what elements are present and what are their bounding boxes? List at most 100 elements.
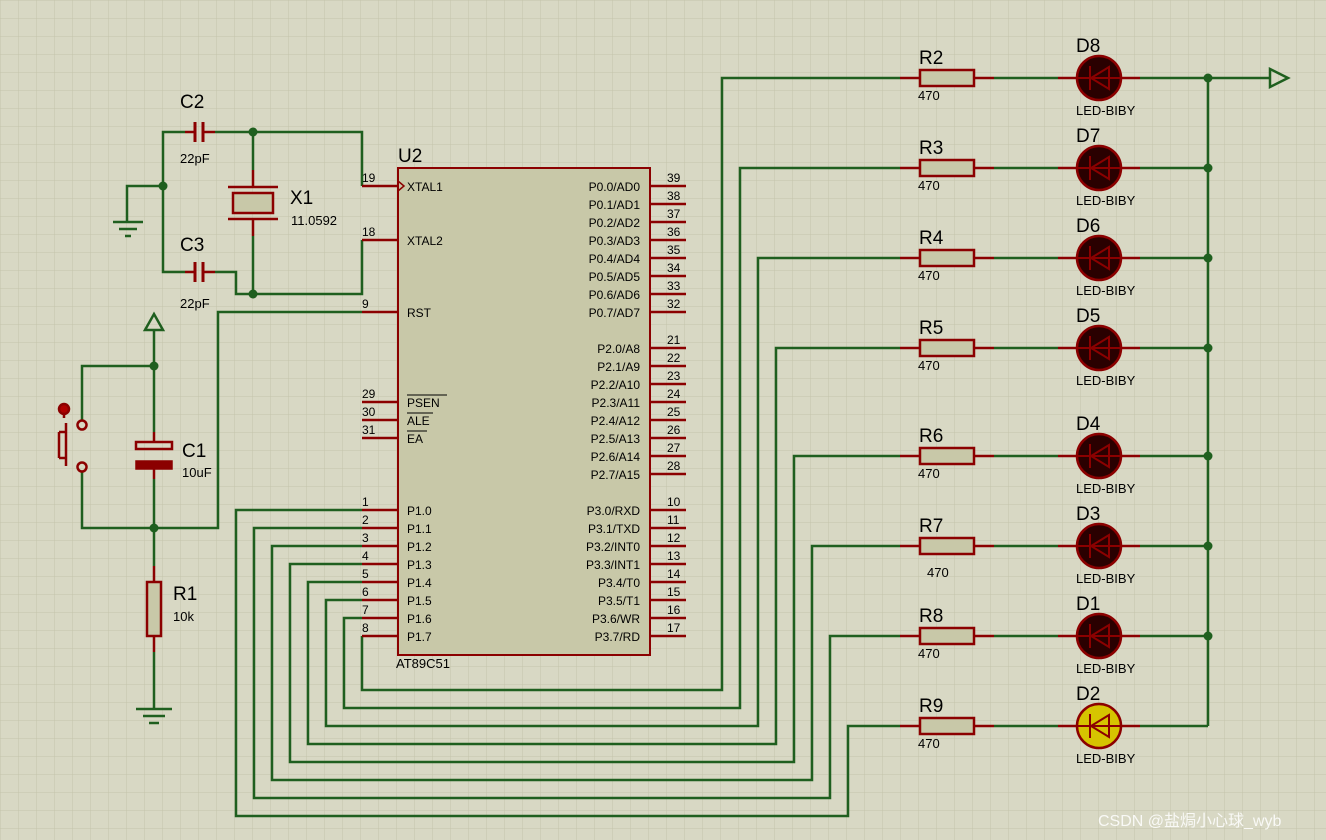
led-ref: D3 [1076,504,1100,525]
c3-ref: C3 [180,235,204,256]
reset-pushbutton[interactable] [57,402,88,473]
mcu-pin-name: P3.0/RXD [587,504,641,518]
mcu-pin-number: 29 [362,387,376,401]
mcu-pin-name: P0.0/AD0 [589,180,641,194]
mcu-pin-number: 13 [667,549,681,563]
junction-dot [158,181,168,191]
capacitor-c3[interactable]: C3 22pF [180,235,215,311]
mcu-pin-name: P3.3/INT1 [586,558,640,572]
x1-value: 11.0592 [291,213,337,228]
mcu-pin-name: XTAL2 [407,234,443,248]
resistor-ref: R2 [919,48,943,69]
mcu-at89c51[interactable]: U2 AT89C51 19XTAL118XTAL29RST29PSEN30ALE… [362,146,686,671]
junctions [149,73,1213,641]
mcu-pin-number: 7 [362,603,369,617]
resistor-ref: R4 [919,228,944,249]
mcu-pin-name: RST [407,306,432,320]
mcu-pin-number: 32 [667,297,681,311]
capacitor-c2[interactable]: C2 22pF [180,92,215,166]
mcu-body [397,167,651,656]
led-part: LED-BIBY [1076,193,1136,208]
mcu-pin-name: P1.5 [407,594,432,608]
junction-dot [248,289,258,299]
resistor-value: 470 [918,736,940,751]
mcu-pins: 19XTAL118XTAL29RST29PSEN30ALE31EA1P1.02P… [362,171,686,644]
mcu-pin-number: 15 [667,585,681,599]
mcu-pin-name: P2.2/A10 [591,378,641,392]
mcu-pin-number: 23 [667,369,681,383]
mcu-pin-number: 33 [667,279,681,293]
mcu-pin-name: XTAL1 [407,180,443,194]
mcu-pin-name: P0.2/AD2 [589,216,641,230]
mcu-pin-name: P1.2 [407,540,432,554]
wire [80,364,154,420]
mcu-pin-number: 11 [667,513,680,527]
resistor-ref: R9 [919,696,943,717]
mcu-pin-name: P0.1/AD1 [589,198,641,212]
power-arrow-vcc [142,311,166,332]
resistor-ref: R3 [919,138,943,159]
resistor-value: 470 [918,646,940,661]
mcu-pin-name: P3.2/INT0 [586,540,640,554]
mcu-pin-name: P0.6/AD6 [589,288,641,302]
mcu-pin-name: ALE [407,414,430,428]
junction-dot [1203,163,1213,173]
mcu-pin-name: P2.6/A14 [591,450,641,464]
mcu-pin-name: PSEN [407,396,440,410]
mcu-pin-number: 10 [667,495,681,509]
led-ref: D7 [1076,126,1100,147]
led-ref: D6 [1076,216,1100,237]
led-part: LED-BIBY [1076,661,1136,676]
mcu-pin-number: 22 [667,351,681,365]
mcu-pin-name: P2.1/A9 [597,360,640,374]
mcu-ref: U2 [398,146,422,167]
led-ref: D1 [1076,594,1100,615]
mcu-pin-number: 27 [667,441,681,455]
resistor-value: 470 [918,358,940,373]
resistor-r9[interactable]: R9 470 [900,696,994,751]
mcu-pin-number: 26 [667,423,681,437]
crystal-x1[interactable]: X1 11.0592 [228,170,337,236]
resistor-value: 470 [918,268,940,283]
mcu-pin-name: EA [407,432,423,446]
wire [80,472,154,530]
mcu-pin-name: P3.1/TXD [588,522,640,536]
led-ref: D5 [1076,306,1100,327]
junction-dot [1203,73,1213,83]
resistor-ref: R6 [919,426,943,447]
junction-dot [1203,631,1213,641]
led-ref: D4 [1076,414,1101,435]
c1-value: 10uF [182,465,212,480]
mcu-pin-number: 17 [667,621,681,635]
mcu-pin-number: 37 [667,207,681,221]
led-part: LED-BIBY [1076,283,1136,298]
wire [215,240,364,296]
resistor-r1[interactable]: R1 10k [145,566,197,652]
mcu-pin-number: 3 [362,531,369,545]
mcu-pin-name: P3.4/T0 [598,576,640,590]
resistor-r4[interactable]: R4 470 [900,228,994,283]
resistor-value: 470 [927,565,949,580]
capacitor-c1[interactable]: C1 10uF [134,432,212,480]
mcu-pin-number: 12 [667,531,681,545]
